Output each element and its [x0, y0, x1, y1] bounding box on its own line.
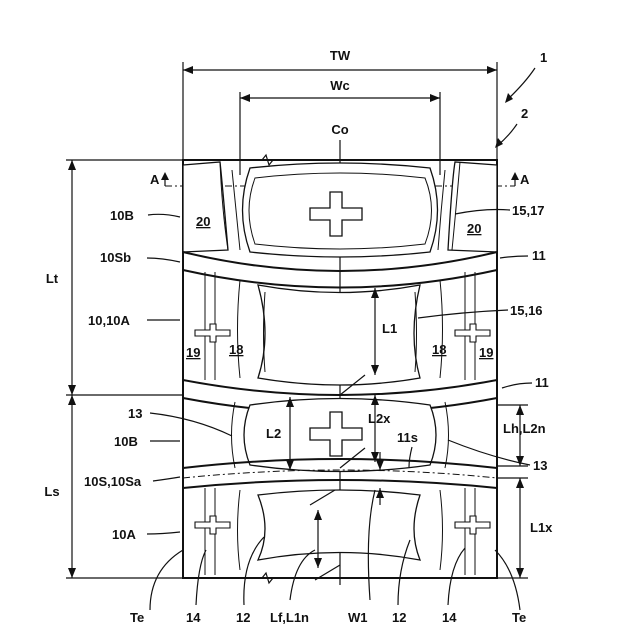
leader-10a-bottom — [147, 532, 180, 534]
leader-12-left — [244, 537, 264, 605]
label-10sb: 10Sb — [100, 250, 131, 265]
section-a-left-label: A — [150, 172, 160, 187]
label-l1x: L1x — [530, 520, 553, 535]
label-l2x: L2x — [368, 411, 391, 426]
label-12-right: 12 — [392, 610, 406, 625]
label-18-right: 18 — [432, 342, 446, 357]
label-11-middle: 11 — [535, 375, 549, 390]
lt-label: Lt — [46, 271, 59, 286]
label-lf-l1n: Lf,L1n — [270, 610, 309, 625]
label-18-left: 18 — [229, 342, 243, 357]
cross-mark-right-10a-bottom — [455, 516, 490, 534]
label-10b-middle: 10B — [114, 434, 138, 449]
label-lh-l2n: Lh,L2n — [503, 421, 546, 436]
label-10s-10sa: 10S,10Sa — [84, 474, 142, 489]
leader-13-right — [448, 440, 530, 465]
cross-mark-left-10a — [195, 324, 230, 342]
section-a-right-label: A — [520, 172, 530, 187]
co-label: Co — [331, 122, 348, 137]
label-15-17: 15,17 — [512, 203, 545, 218]
leader-10sb — [147, 258, 180, 262]
label-14-right: 14 — [442, 610, 457, 625]
label-11s: 11s — [397, 430, 418, 445]
label-15-16: 15,16 — [510, 303, 543, 318]
cross-mark-left-10a-bottom — [195, 516, 230, 534]
ref-2-arrowhead — [495, 138, 503, 148]
leader-10s-10sa — [153, 477, 180, 481]
leader-14-right — [448, 548, 465, 605]
label-10a-bottom: 10A — [112, 527, 136, 542]
label-13-left: 13 — [128, 406, 142, 421]
ls-label: Ls — [44, 484, 59, 499]
tw-label: TW — [330, 48, 351, 63]
label-11-top: 11 — [532, 248, 546, 263]
label-w1: W1 — [348, 610, 368, 625]
leader-11-top — [500, 256, 528, 258]
label-10-10a: 10,10A — [88, 313, 131, 328]
leader-15-16 — [418, 310, 508, 318]
ref-1-label: 1 — [540, 50, 547, 65]
label-19-right: 19 — [479, 345, 493, 360]
leader-10b-top — [148, 214, 180, 217]
leader-11-middle — [502, 383, 532, 388]
label-10b-top: 10B — [110, 208, 134, 223]
leader-te-left — [150, 550, 183, 610]
label-te-left: Te — [130, 610, 144, 625]
ref-1-leader — [507, 68, 535, 100]
ref-1-arrowhead — [505, 93, 513, 103]
l1x-dimension — [497, 478, 528, 578]
label-12-left: 12 — [236, 610, 250, 625]
leader-13-left — [150, 413, 232, 436]
cross-mark-right-10a — [455, 324, 490, 342]
label-20-right: 20 — [467, 221, 481, 236]
label-14-left: 14 — [186, 610, 201, 625]
label-19-left: 19 — [186, 345, 200, 360]
section-a-right-arrowhead — [511, 172, 519, 180]
label-te-right: Te — [512, 610, 526, 625]
label-20-left: 20 — [196, 214, 210, 229]
label-13-right: 13 — [533, 458, 547, 473]
label-l2: L2 — [266, 426, 281, 441]
ref-2-label: 2 — [521, 106, 528, 121]
section-a-left-arrowhead — [161, 172, 169, 180]
label-l1: L1 — [382, 321, 397, 336]
leader-te-right — [495, 550, 520, 610]
wc-label: Wc — [330, 78, 350, 93]
